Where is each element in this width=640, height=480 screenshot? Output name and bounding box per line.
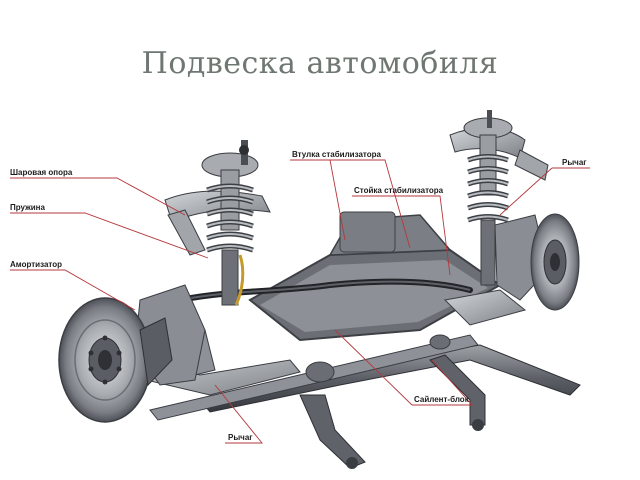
label-lever-right: Рычаг bbox=[562, 158, 587, 167]
left-strut bbox=[201, 140, 259, 306]
label-spring: Пружина bbox=[10, 203, 46, 212]
steering-rack bbox=[149, 334, 479, 421]
label-shock-absorber: Амортизатор bbox=[10, 260, 62, 269]
right-strut bbox=[463, 110, 513, 286]
subframe bbox=[248, 211, 502, 342]
label-ball-joint: Шаровая опора bbox=[10, 168, 73, 177]
label-silent-block: Сайлент-блок bbox=[414, 395, 470, 404]
right-lower-arm bbox=[443, 289, 527, 326]
right-brake-disc bbox=[494, 213, 580, 311]
left-brake-disc bbox=[58, 297, 173, 423]
lower-crossmember bbox=[199, 344, 581, 469]
label-stabilizer-bushing: Втулка стабилизатора bbox=[292, 150, 381, 159]
leader-lines bbox=[10, 159, 590, 444]
slide-title: Подвеска автомобиля bbox=[141, 46, 499, 81]
label-stabilizer-link: Стойка стабилизатора bbox=[354, 186, 444, 195]
label-lever-bottom: Рычаг bbox=[228, 433, 253, 442]
